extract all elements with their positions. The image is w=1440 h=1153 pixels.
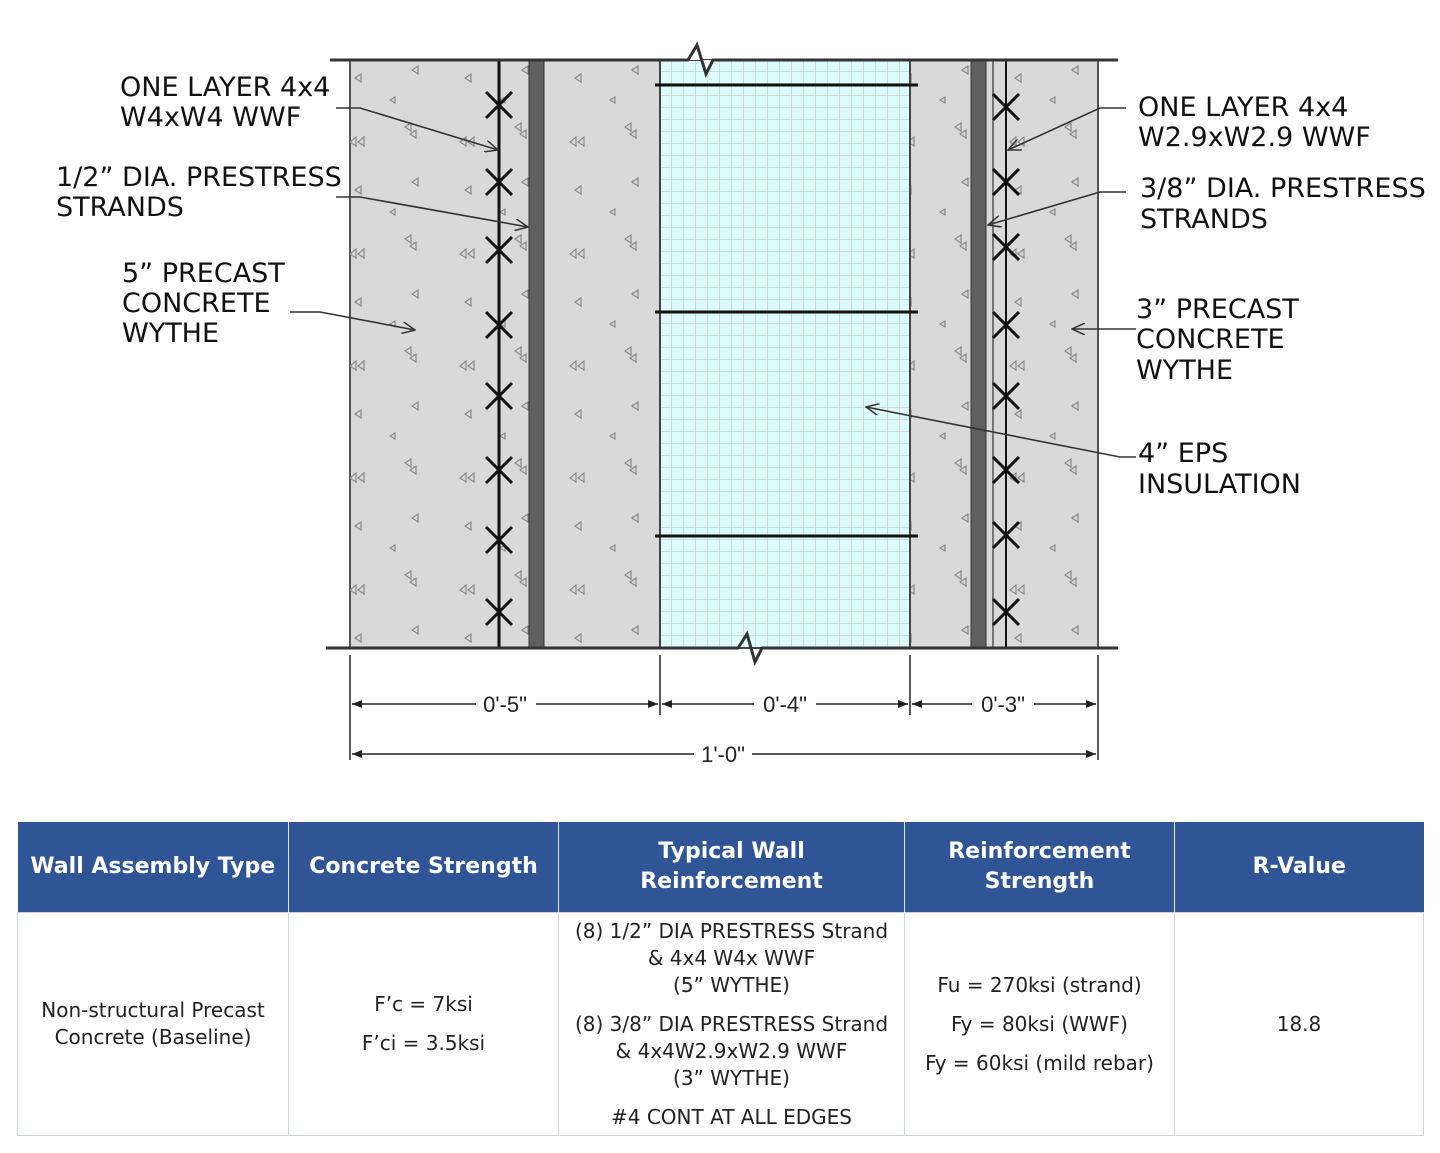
dimension-left-wythe: 0'-5" [483,692,527,717]
cross-mark [991,167,1021,197]
cell-text: & 4x4 W4x WWF [647,945,816,970]
header-r-value: R-Value [1174,822,1424,913]
cell-text: Non-structural Precast [41,998,265,1022]
cell-assembly-type: Non-structural Precast Concrete (Baselin… [17,912,289,1136]
cross-mark [991,310,1021,340]
table-row: Non-structural Precast Concrete (Baselin… [17,912,1424,1136]
header-wall-assembly-type: Wall Assembly Type [17,822,289,913]
cross-mark [991,381,1021,411]
cross-mark [991,520,1021,550]
cross-mark [991,232,1021,262]
header-reinforcement-strength: Reinforcement Strength [904,822,1175,913]
dimension-insulation: 0'-4" [763,692,807,717]
left-prestress-strand [528,59,545,649]
wall-assembly-table: Wall Assembly Type Concrete Strength Typ… [17,822,1424,1136]
cell-text: F’c = 7ksi [374,992,473,1016]
cell-text: Concrete (Baseline) [54,1025,252,1049]
dimension-total: 1'-0" [701,742,745,767]
cell-text: (3” WYTHE) [673,1065,790,1090]
cross-mark [484,90,514,120]
cell-reinforcement: (8) 1/2” DIA PRESTRESS Strand & 4x4 W4x … [558,912,905,1136]
left-wythe [349,59,661,649]
table-header-row: Wall Assembly Type Concrete Strength Typ… [17,822,1424,913]
cell-reinforcement-strength: Fu = 270ksi (strand) Fy = 80ksi (WWF) Fy… [904,912,1175,1136]
dimension-right-wythe: 0'-3" [981,692,1025,717]
cross-mark [484,597,514,627]
dimension-lines [349,655,1099,760]
cell-text: #4 CONT AT ALL EDGES [611,1104,852,1129]
cross-mark [991,92,1021,122]
right-wythe [909,59,1099,649]
cell-text: (5” WYTHE) [673,972,790,997]
right-prestress-strand [970,59,987,649]
cell-text: & 4x4W2.9xW2.9 WWF [615,1038,848,1063]
leader-lines [290,107,1136,458]
cell-text: F’ci = 3.5ksi [361,1031,486,1055]
header-concrete-strength: Concrete Strength [288,822,559,913]
cell-text: (8) 3/8” DIA PRESTRESS Strand [574,1011,889,1036]
eps-insulation [659,59,911,649]
cell-r-value: 18.8 [1174,912,1424,1136]
cell-text: (8) 1/2” DIA PRESTRESS Strand [574,918,889,943]
cell-concrete-strength: F’c = 7ksi F’ci = 3.5ksi [288,912,559,1136]
cross-mark [484,381,514,411]
insulation-ties [655,83,918,538]
cell-text: Fy = 80ksi (WWF) [950,1011,1128,1036]
cross-mark [991,597,1021,627]
cross-mark [484,167,514,197]
wwf-cross-marks [484,90,1021,627]
cell-text: Fy = 60ksi (mild rebar) [925,1050,1154,1075]
cross-mark [484,455,514,485]
cross-mark [484,310,514,340]
header-typical-wall-reinforcement: Typical Wall Reinforcement [558,822,905,913]
cell-text: Fu = 270ksi (strand) [937,972,1142,997]
top-edge [326,41,1118,667]
cross-mark [484,525,514,555]
cross-mark [484,235,514,265]
cross-mark [991,455,1021,485]
